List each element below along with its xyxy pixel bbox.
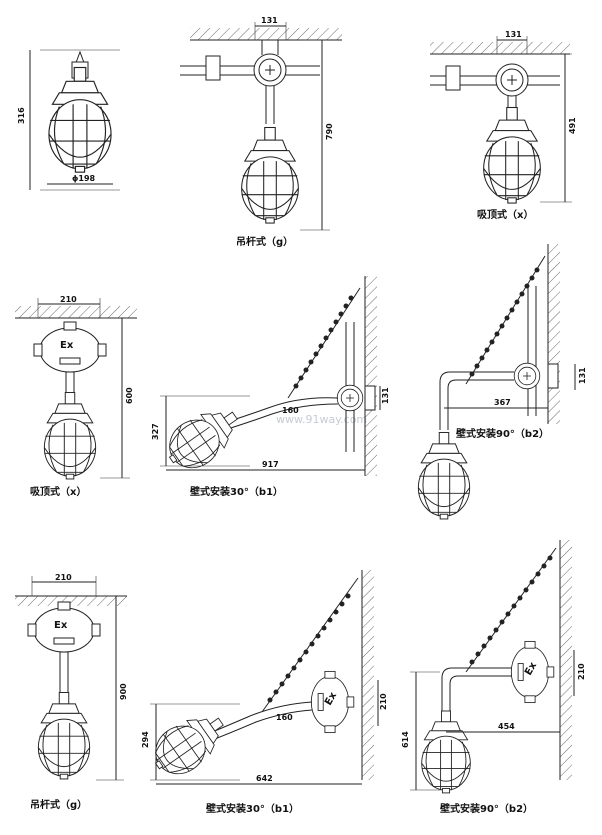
caption-pendant-g-2: 吊杆式（g） xyxy=(30,798,87,811)
lamp-figure-top-left: 316 ϕ198 xyxy=(17,49,120,191)
dim-917: 917 xyxy=(262,460,279,469)
watermark-text: www.91way.com xyxy=(276,413,367,426)
dim-454: 454 xyxy=(498,722,515,731)
dim-294: 294 xyxy=(141,731,150,748)
dim-phi198: ϕ198 xyxy=(72,174,96,183)
dim-210-wall30: 210 xyxy=(379,693,388,710)
dim-210-middle-left: 210 xyxy=(60,295,77,304)
chain-1 xyxy=(293,295,354,389)
dim-131-wall30: 131 xyxy=(381,387,390,404)
dim-210-bottom-left: 210 xyxy=(55,573,72,582)
caption-ceiling-x-1: 吸顶式（x） xyxy=(477,208,533,221)
ex-label-1: Ex xyxy=(60,340,74,351)
chain-2 xyxy=(469,267,540,377)
dim-491: 491 xyxy=(568,117,577,134)
caption-ceiling-x-2: 吸顶式（x） xyxy=(30,485,86,498)
ceiling-figure-middle-left: 210 Ex 600 吸顶式（x） xyxy=(15,295,137,498)
wall30-figure-bottom: Ex 294 642 210 160 壁式安装30°（b1） xyxy=(141,570,388,815)
dim-327: 327 xyxy=(151,423,160,440)
wall90-figure-middle-right: 367 131 壁式安装90°（b2） xyxy=(417,244,587,520)
ceiling-figure-top-right: 131 491 吸顶式（x） xyxy=(430,30,577,221)
caption-wall90-b2-2: 壁式安装90°（b2） xyxy=(440,802,533,815)
dim-316: 316 xyxy=(17,107,26,124)
dim-614: 614 xyxy=(401,731,410,748)
dim-210-wall90: 210 xyxy=(577,663,586,680)
caption-wall90-b2-1: 壁式安装90°（b2） xyxy=(456,427,549,440)
pendant-figure-top: 131 790 吊杆式（g） xyxy=(180,16,342,248)
dim-600: 600 xyxy=(125,387,134,404)
caption-wall30-b1-1: 壁式安装30°（b1） xyxy=(190,485,283,498)
wall90-figure-bottom-right: Ex 614 454 210 壁式安装90°（b2） xyxy=(401,540,586,815)
ex-label-2: Ex xyxy=(54,620,68,631)
dim-790: 790 xyxy=(325,123,334,140)
dim-367: 367 xyxy=(494,398,511,407)
dim-131-top-right: 131 xyxy=(505,30,522,39)
pendant-figure-bottom-left: 210 Ex 900 吊杆式（g） xyxy=(15,573,128,811)
caption-pendant-g-1: 吊杆式（g） xyxy=(236,235,293,248)
wall30-figure-middle: 327 917 131 160 壁式安装30°（b1） xyxy=(151,276,390,498)
dim-131-wall90: 131 xyxy=(578,367,587,384)
dim-900: 900 xyxy=(119,683,128,700)
caption-wall30-b1-2: 壁式安装30°（b1） xyxy=(206,802,299,815)
dim-160-wall30: 160 xyxy=(282,406,299,415)
dim-160-wall30-bottom: 160 xyxy=(276,713,293,722)
dim-642: 642 xyxy=(256,774,273,783)
chain-4 xyxy=(469,555,553,665)
chain-3 xyxy=(267,593,351,703)
dim-131-top: 131 xyxy=(261,16,278,25)
